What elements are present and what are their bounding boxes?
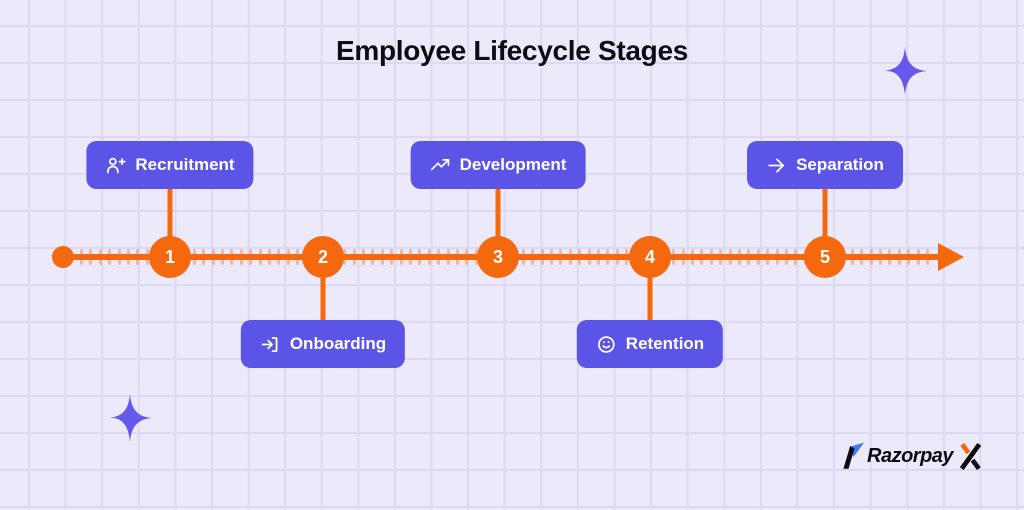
connector-line: [822, 186, 828, 244]
connector-line: [167, 186, 173, 244]
stage-label: Recruitment: [135, 155, 235, 174]
arrow-right-icon: [766, 155, 787, 176]
stage-label: Onboarding: [289, 334, 387, 353]
stage-box-retention: Retention: [576, 320, 724, 368]
stage-label: Retention: [625, 334, 705, 353]
razorpay-mark-icon: [843, 442, 865, 469]
logo-x-icon: [959, 442, 982, 470]
trending-up-icon: [430, 155, 451, 176]
stage-box-development: Development: [410, 141, 586, 189]
stage-marker-5: 5: [804, 236, 846, 278]
stage-label: Development: [459, 155, 567, 174]
stage-box-recruitment: Recruitment: [86, 141, 254, 189]
sparkle-bottom-left-icon: [108, 393, 152, 443]
stage-marker-1: 1: [149, 236, 191, 278]
stage-label: Separation: [796, 155, 884, 174]
timeline-start-dot: [52, 246, 74, 268]
log-in-icon: [260, 334, 281, 355]
razorpayx-logo: Razorpay: [843, 440, 982, 472]
stage-marker-2: 2: [302, 236, 344, 278]
stage-box-onboarding: Onboarding: [240, 320, 406, 368]
logo-wordmark: Razorpay: [867, 444, 954, 467]
connector-line: [320, 270, 326, 326]
timeline-arrow-icon: [938, 243, 964, 271]
user-plus-icon: [105, 155, 126, 176]
stage-marker-3: 3: [477, 236, 519, 278]
connector-line: [495, 186, 501, 244]
smile-icon: [596, 334, 617, 355]
stage-marker-4: 4: [629, 236, 671, 278]
connector-line: [647, 270, 653, 326]
sparkle-top-right-icon: [883, 46, 927, 96]
page-title: Employee Lifecycle Stages: [335, 35, 688, 66]
stage-box-separation: Separation: [747, 141, 903, 189]
